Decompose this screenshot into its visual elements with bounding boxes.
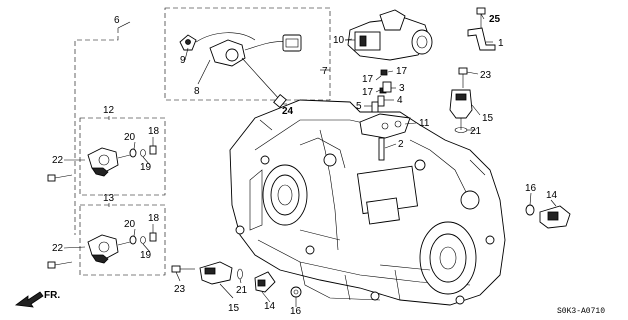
part-11-gasket xyxy=(359,113,411,139)
callout-13: 13 xyxy=(103,193,115,204)
part-10-solenoid-assembly xyxy=(345,9,433,61)
callout-19b: 19 xyxy=(140,250,152,261)
part-14-sensor-lower xyxy=(254,271,276,293)
diagram-code: S0K3-A0710 xyxy=(557,307,605,316)
part-2-dowel xyxy=(378,137,385,161)
callout-labels: 25 1 10 17 17 17 3 4 5 11 2 23 15 21 6 7… xyxy=(52,14,558,317)
front-label: FR. xyxy=(44,290,60,301)
part-9-harness xyxy=(179,32,302,109)
part-5-pin xyxy=(371,101,379,113)
callout-22b: 22 xyxy=(52,243,64,254)
callout-19a: 19 xyxy=(140,162,152,173)
group-box-8 xyxy=(164,7,331,101)
part-13-solenoid xyxy=(87,234,131,264)
callout-6: 6 xyxy=(114,15,120,26)
group-box-6 xyxy=(74,28,119,235)
callout-16-lower: 16 xyxy=(290,306,302,317)
callout-18a: 18 xyxy=(148,126,160,137)
callout-23-upper: 23 xyxy=(480,70,492,81)
part-14-sensor-right xyxy=(539,205,571,229)
callout-20a: 20 xyxy=(124,132,136,143)
callout-2: 2 xyxy=(398,139,404,150)
part-1-bracket xyxy=(467,27,496,51)
callout-12: 12 xyxy=(103,105,115,116)
callout-25: 25 xyxy=(489,14,501,25)
callout-24: 24 xyxy=(282,106,294,117)
group-box-12 xyxy=(79,117,166,196)
callout-1: 1 xyxy=(498,38,504,49)
part-20-washers xyxy=(129,148,137,245)
part-3-connector xyxy=(382,81,392,93)
callout-9: 9 xyxy=(180,55,186,66)
front-arrow-icon xyxy=(14,291,44,308)
part-15-sensor-lower xyxy=(199,261,233,285)
part-15-sensor-upper xyxy=(449,89,473,130)
callout-7: 7 xyxy=(322,66,328,77)
part-23-bolt-lower xyxy=(171,265,195,273)
callout-15-lower: 15 xyxy=(228,303,240,314)
front-direction-indicator: FR. xyxy=(14,290,60,308)
callout-14-right: 14 xyxy=(546,190,558,201)
callout-11: 11 xyxy=(419,118,430,129)
callout-17c: 17 xyxy=(362,87,374,98)
callout-20b: 20 xyxy=(124,219,136,230)
callout-16-right: 16 xyxy=(525,183,537,194)
part-16-washer-lower xyxy=(290,286,302,298)
part-23-bolt-upper xyxy=(458,67,468,88)
part-22-bolts xyxy=(47,174,73,269)
part-21-oring-lower xyxy=(237,268,243,280)
part-12-solenoid xyxy=(87,147,131,177)
transmission-case xyxy=(229,99,506,306)
callout-21-upper: 21 xyxy=(470,126,482,137)
callout-8: 8 xyxy=(194,86,200,97)
callout-23-lower: 23 xyxy=(174,284,186,295)
callout-18b: 18 xyxy=(148,213,160,224)
part-19-orings xyxy=(140,149,146,244)
callout-5: 5 xyxy=(356,101,362,112)
callout-17a: 17 xyxy=(396,66,408,77)
callout-15-upper: 15 xyxy=(482,113,494,124)
callout-4: 4 xyxy=(397,95,403,106)
callout-17b: 17 xyxy=(362,74,374,85)
callout-14-lower: 14 xyxy=(264,301,276,312)
callout-22a: 22 xyxy=(52,155,64,166)
part-16-washer-right xyxy=(525,204,535,216)
part-4-pin xyxy=(377,95,385,107)
leader-lines xyxy=(63,13,557,307)
callout-3: 3 xyxy=(399,83,405,94)
group-box-13 xyxy=(79,204,166,276)
callout-21-lower: 21 xyxy=(236,285,248,296)
callout-10: 10 xyxy=(333,35,345,46)
